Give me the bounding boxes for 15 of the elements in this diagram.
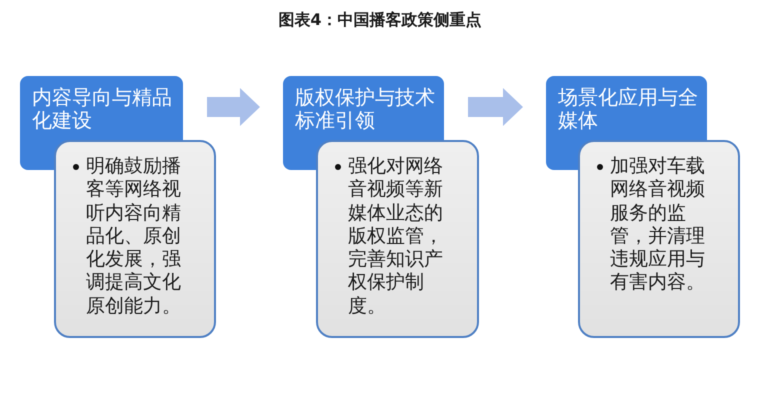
description-text: 明确鼓励播客等网络视听内容向精品化、原创化发展，强调提高文化原创能力。 xyxy=(86,155,182,318)
stage-title: 场景化应用与全媒体 xyxy=(558,86,699,132)
stage-box xyxy=(283,76,444,140)
stage-title: 版权保护与技术标准引领 xyxy=(295,86,436,132)
description-card xyxy=(578,140,740,338)
stage-box xyxy=(20,76,183,140)
description-card xyxy=(54,140,216,338)
chart-title: 图表4：中国播客政策侧重点 xyxy=(278,10,482,30)
block-arrow xyxy=(207,88,260,126)
stage-title: 内容导向与精品化建设 xyxy=(32,86,173,132)
description-card xyxy=(316,140,479,338)
stage-box xyxy=(546,76,707,140)
description-text: 强化对网络音视频等新媒体业态的版权监管，完善知识产权保护制度。 xyxy=(348,155,444,318)
description-text: 加强对车载网络音视频服务的监管，并清理违规应用与有害内容。 xyxy=(610,155,706,295)
block-arrow xyxy=(468,88,523,126)
